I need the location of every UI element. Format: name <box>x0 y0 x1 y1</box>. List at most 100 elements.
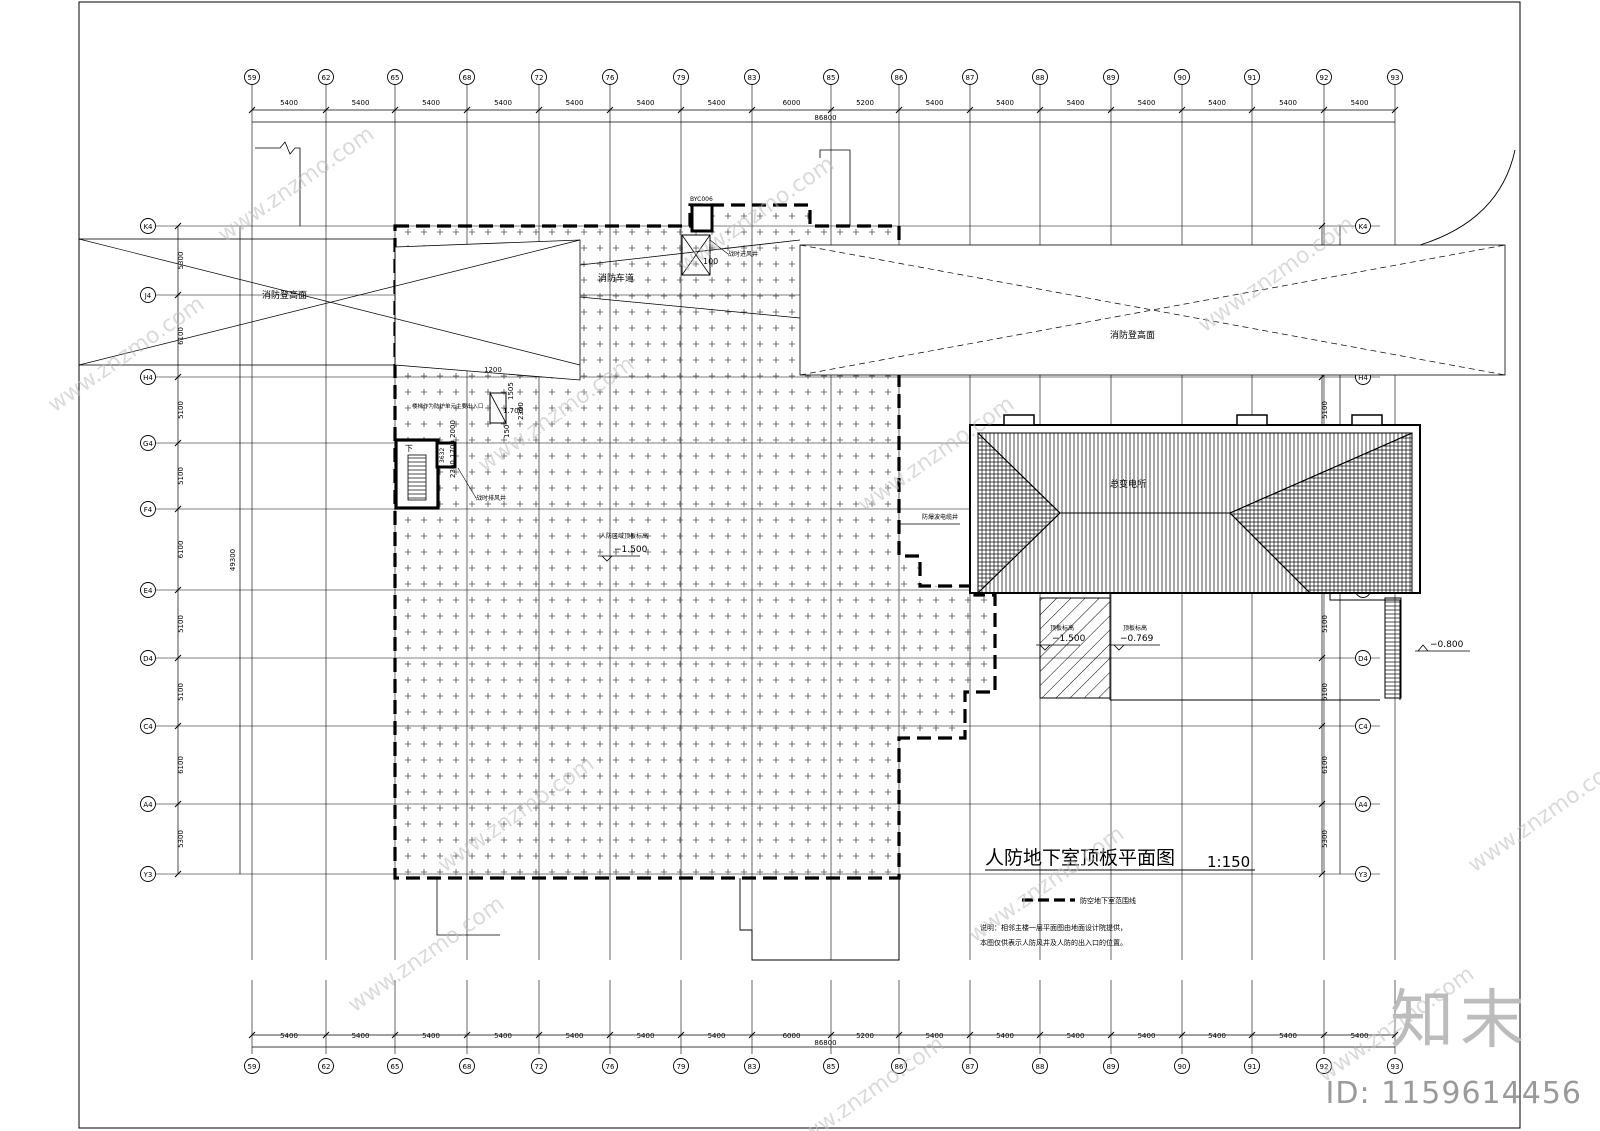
substation-roof <box>969 414 1421 595</box>
brand-watermark: 知末 <box>1390 984 1530 1058</box>
grid-bubble-label: Y3 <box>1358 871 1368 879</box>
fire-high-area-left <box>78 238 396 366</box>
grid-bubble <box>318 69 334 85</box>
grid-bubble-label: K4 <box>143 223 153 231</box>
dimension-tick <box>1391 1031 1399 1039</box>
dimension-tick <box>1036 1031 1044 1039</box>
dimension-label: 5400 <box>1279 99 1297 107</box>
dimension-label: 6100 <box>1321 756 1329 774</box>
dimension-lines: 5400 5400 5400 5400 5400 5400 5400 6000 5200 5400… <box>174 99 1399 1048</box>
grid-bubble <box>673 1058 689 1074</box>
label-shaft-left-note: 战时排风井 <box>476 494 506 502</box>
label-dim-stack: 2300 1700 2000 <box>449 420 457 478</box>
dimension-label: 5400 <box>1138 99 1156 107</box>
grid-bubble-label: 72 <box>535 74 544 82</box>
dimension-tick <box>1107 1031 1115 1039</box>
dimension-tick <box>1036 106 1044 114</box>
dimension-label: 5200 <box>856 99 874 107</box>
stair-entrance <box>394 392 507 510</box>
watermark-text: www.znzmo.com <box>784 1032 949 1131</box>
label-dim-1200: 1200 <box>484 366 502 374</box>
grid-bubble <box>1174 1058 1190 1074</box>
dimension-tick <box>174 654 182 662</box>
dimension-label: 5400 <box>280 99 298 107</box>
dimension-tick <box>174 222 182 230</box>
dimension-tick <box>535 1031 543 1039</box>
grid-bubble-label: C4 <box>1358 723 1368 731</box>
grid-bubble-label: 90 <box>1178 74 1187 82</box>
grid-bubble-label: 59 <box>248 1063 257 1071</box>
dimension-tick <box>1318 870 1326 878</box>
dimension-label: 5400 <box>566 1032 584 1040</box>
label-dim-2300: 2300 <box>517 402 525 420</box>
dimension-tick <box>322 1031 330 1039</box>
grid-bubble-label: 68 <box>463 74 472 82</box>
grid-bubble-label: 87 <box>966 74 975 82</box>
grid-bubble <box>140 650 156 666</box>
elevation-marker-main <box>598 555 640 562</box>
dimension-tick <box>463 1031 471 1039</box>
elevation-marker-c <box>1415 644 1470 652</box>
label-fire-lane: 消防车道 <box>598 272 634 284</box>
grid-bubble <box>1032 1058 1048 1074</box>
dimension-label: 5400 <box>996 1032 1014 1040</box>
dimension-tick <box>1248 106 1256 114</box>
grid-bubble <box>140 218 156 234</box>
dimension-tick <box>1391 106 1399 114</box>
dimension-label: 5400 <box>708 1032 726 1040</box>
grid-bubble <box>140 718 156 734</box>
grid-bubble-label: 93 <box>1391 1063 1400 1071</box>
grid-bubble <box>531 69 547 85</box>
grid-bubble <box>1316 1058 1332 1074</box>
dimension-tick <box>827 1031 835 1039</box>
grid-bubble-label: 62 <box>322 1063 331 1071</box>
grid-bubble <box>1244 1058 1260 1074</box>
label-dim-150: 150 <box>503 425 511 438</box>
dimension-tick <box>1318 222 1326 230</box>
grid-bubble <box>744 69 760 85</box>
dimension-label: 6100 <box>177 541 185 559</box>
grid-bubble-label: E4 <box>144 587 153 595</box>
grid-bubble-label: 90 <box>1178 1063 1187 1071</box>
fire-lane <box>394 239 581 381</box>
grid-bubble-label: 93 <box>1391 74 1400 82</box>
dimension-total: 86800 <box>814 1039 836 1047</box>
dimension-tick <box>174 870 182 878</box>
drawing-title: 人防地下室顶板平面图 <box>985 847 1175 869</box>
label-shaft-top: BYC006 <box>690 196 713 203</box>
grid-bubble-label: 89 <box>1107 74 1116 82</box>
label-elevation-b: −0.769 <box>1120 634 1154 644</box>
dimension-label: 6000 <box>783 1032 801 1040</box>
grid-bubble-label: 91 <box>1248 1063 1257 1071</box>
grid-bubble <box>531 1058 547 1074</box>
grid-bubble <box>673 69 689 85</box>
dimension-tick <box>677 106 685 114</box>
dimension-tick <box>174 505 182 513</box>
grid-bubble <box>1387 69 1403 85</box>
basement-bottom-outline <box>739 878 900 961</box>
grid-bubble-label: 79 <box>677 1063 686 1071</box>
label-elevation-a: −1.500 <box>1052 634 1086 644</box>
grid-bubble-label: 68 <box>463 1063 472 1071</box>
grid-bubble <box>1174 69 1190 85</box>
label-entrance-note: 楼梯作为防护单元主要出入口 <box>412 402 484 410</box>
dimension-tick <box>748 106 756 114</box>
dimension-total: 86800 <box>814 114 836 122</box>
grid-bubble <box>1103 1058 1119 1074</box>
grid-bubble-label: 59 <box>248 74 257 82</box>
label-substation: 总变电所 <box>1110 478 1146 490</box>
break-line-bottom <box>436 878 500 936</box>
break-line-top-left <box>255 141 301 226</box>
dimension-label: 6100 <box>177 327 185 345</box>
dimension-label: 5400 <box>1351 99 1369 107</box>
dimension-tick <box>174 722 182 730</box>
dimension-label: 5400 <box>926 99 944 107</box>
dimension-tick <box>748 1031 756 1039</box>
grid-bubble <box>140 582 156 598</box>
grid-bubble-label: 92 <box>1320 1063 1329 1071</box>
dimension-tick <box>606 106 614 114</box>
grid-bubble-label: 62 <box>322 74 331 82</box>
grid-bubble <box>244 1058 260 1074</box>
